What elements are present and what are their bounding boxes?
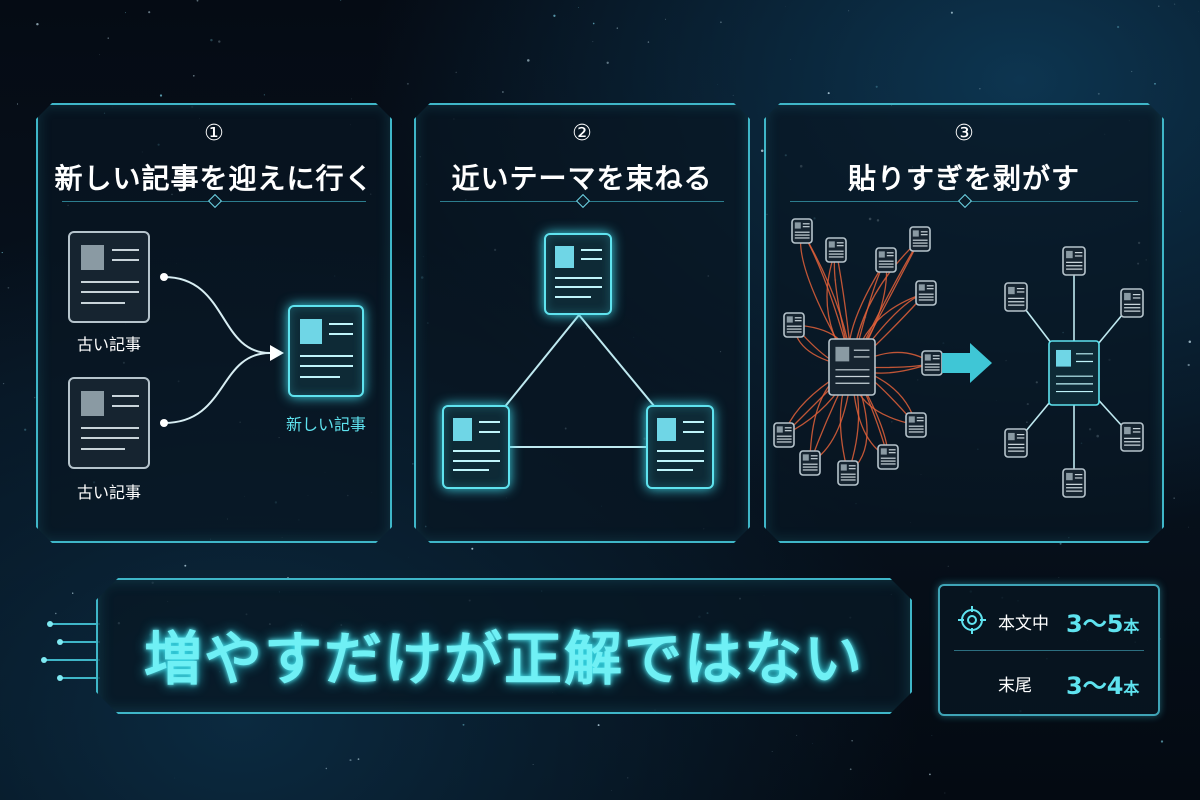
- step-title: 貼りすぎを剥がす: [847, 162, 1080, 195]
- document-icon: [1121, 289, 1143, 317]
- document-icon: [1005, 283, 1027, 311]
- target-icon: [958, 606, 986, 634]
- title-divider: [62, 201, 366, 202]
- document-icon: [829, 339, 875, 395]
- info-row-body: 本文中 3～5本: [940, 592, 1158, 648]
- document-icon: [922, 351, 942, 375]
- document-icon: [784, 313, 804, 337]
- document-icon: [544, 233, 612, 315]
- panel-step-2: ② 近いテーマを束ねる: [414, 103, 750, 543]
- step-title: 新しい記事を迎えに行く: [54, 162, 374, 195]
- info-row-footer: 末尾 3～4本: [940, 654, 1158, 710]
- document-icon: [1063, 247, 1085, 275]
- new-article-label: 新しい記事: [285, 415, 366, 434]
- info-value: 3～4本: [1066, 672, 1140, 700]
- document-icon: [288, 305, 364, 397]
- document-icon: [646, 405, 714, 489]
- info-separator: [954, 650, 1144, 651]
- step-number: ①: [204, 121, 224, 146]
- document-icon: [68, 231, 150, 323]
- main-banner: 増やすだけが正解ではない: [96, 578, 912, 714]
- document-icon: [1049, 341, 1099, 405]
- document-icon: [1005, 429, 1027, 457]
- document-icon: [838, 461, 858, 485]
- title-divider: [440, 201, 724, 202]
- circuit-icon: [41, 621, 100, 681]
- step-title: 近いテーマを束ねる: [451, 162, 713, 195]
- old-article-label: 古い記事: [76, 483, 141, 502]
- document-icon: [1063, 469, 1085, 497]
- document-icon: [442, 405, 510, 489]
- document-icon: [792, 219, 812, 243]
- document-icon: [906, 413, 926, 437]
- banner-headline: 増やすだけが正解ではない: [143, 625, 864, 693]
- document-icon: [876, 248, 896, 272]
- info-value: 3～5本: [1066, 610, 1140, 638]
- document-icon: [774, 423, 794, 447]
- panel-step-3: ③ 貼りすぎを剥がす: [764, 103, 1164, 543]
- step-number: ③: [954, 121, 974, 146]
- title-divider: [790, 201, 1138, 202]
- link-count-box: 本文中 3～5本 末尾 3～4本: [938, 584, 1160, 716]
- document-icon: [910, 227, 930, 251]
- arrow-right-icon: [942, 343, 992, 383]
- old-article-label: 古い記事: [76, 335, 141, 354]
- panel-step-1: ① 新しい記事を迎えに行く 古い記事 古い記事 新しい記事: [36, 103, 392, 543]
- document-icon: [916, 281, 936, 305]
- document-icon: [800, 451, 820, 475]
- panel-3-network: [766, 105, 1166, 545]
- step-number: ②: [572, 121, 592, 146]
- document-icon: [826, 238, 846, 262]
- panel-1-connectors: [38, 105, 394, 545]
- info-label: 本文中: [998, 614, 1049, 634]
- document-icon: [68, 377, 150, 469]
- document-icon: [878, 445, 898, 469]
- document-icon: [1121, 423, 1143, 451]
- arrow-right-icon: [270, 345, 284, 361]
- info-label: 末尾: [998, 676, 1032, 696]
